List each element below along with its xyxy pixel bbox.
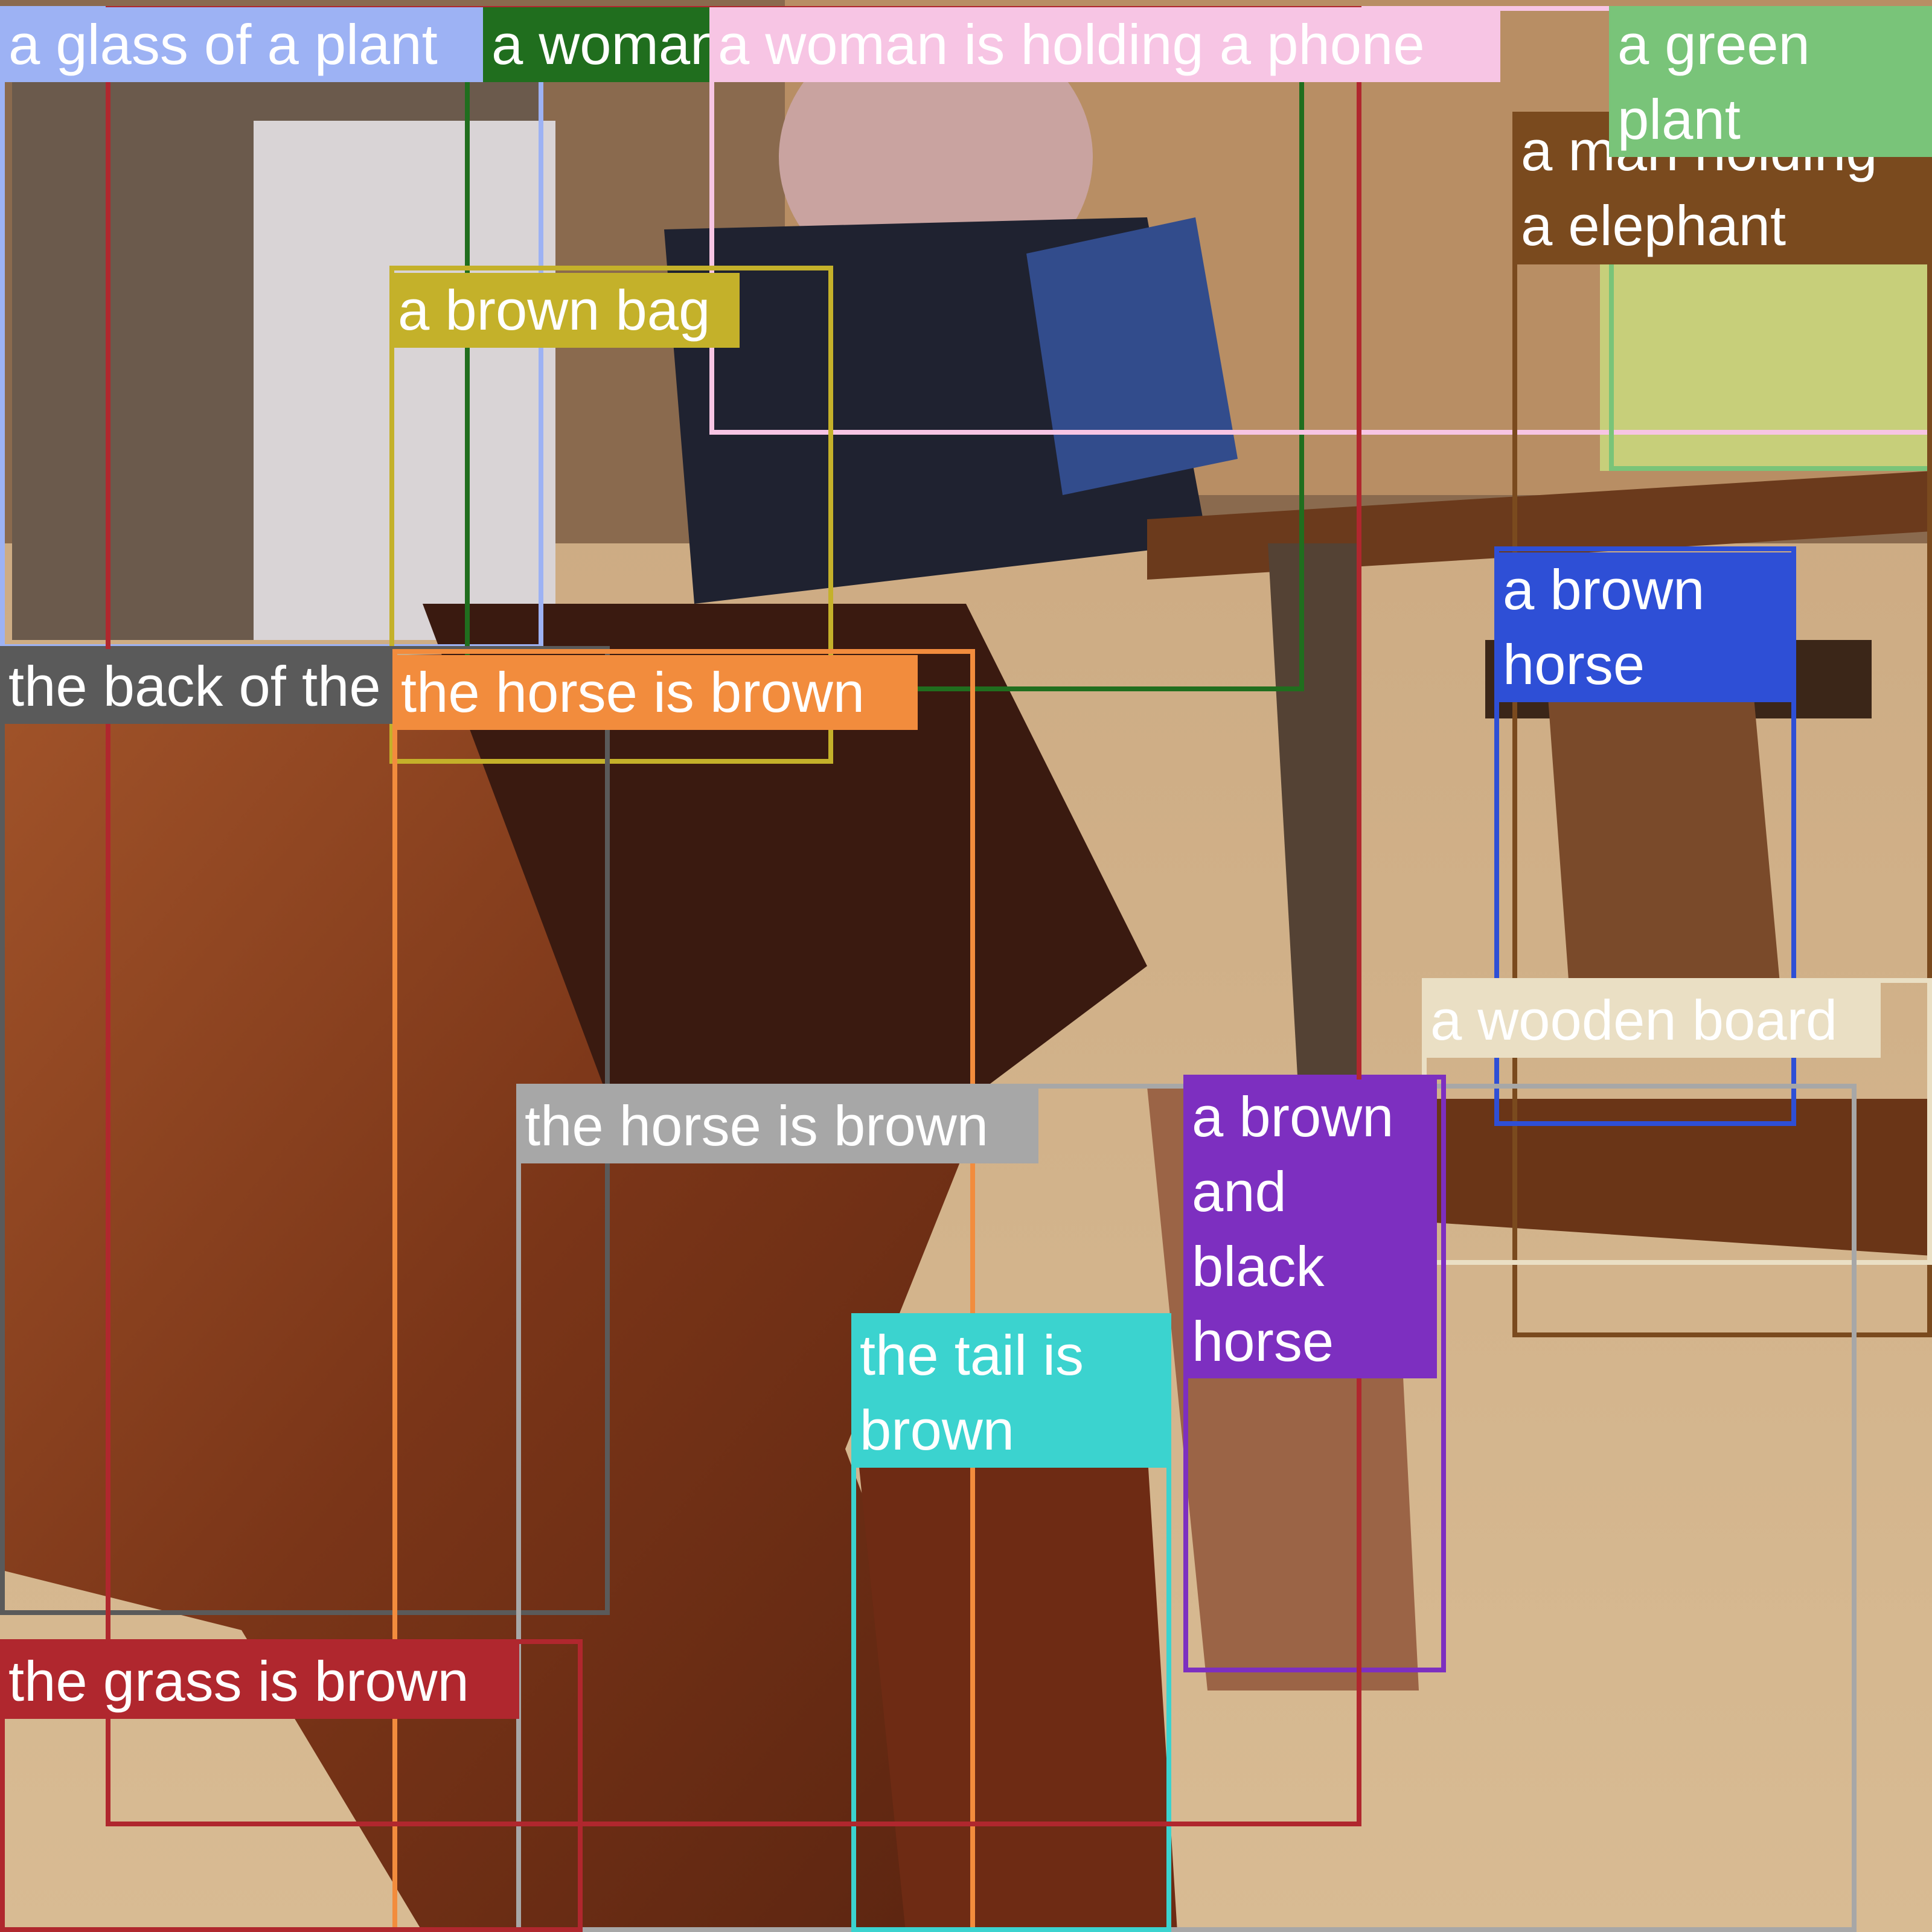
annotation-label-wooden-board: a wooden board — [1422, 983, 1881, 1058]
annotation-box-grass-is-brown — [0, 1639, 583, 1932]
annotation-label-brown-horse: a brown horse — [1494, 552, 1796, 702]
annotation-label-back-of-the: the back of the — [0, 649, 392, 724]
annotation-label-brown-and-black-horse: a brown and black horse — [1183, 1080, 1437, 1378]
annotation-label-woman-holding-phone: a woman is holding a phone — [709, 7, 1500, 82]
annotation-label-horse-is-brown-gray: the horse is brown — [516, 1089, 1038, 1163]
annotation-box-brown-bag — [389, 266, 833, 764]
annotation-box-brown-horse — [1494, 546, 1796, 1126]
annotation-label-grass-is-brown: the grass is brown — [0, 1644, 519, 1719]
annotation-label-brown-bag: a brown bag — [389, 273, 740, 348]
annotation-box-tail-is-brown — [851, 1313, 1171, 1932]
annotation-label-tail-is-brown: the tail is brown — [851, 1318, 1171, 1468]
annotation-label-green-plant: a green plant — [1609, 7, 1932, 157]
annotation-label-woman: a woman — [483, 7, 709, 82]
annotation-label-horse-is-brown-orange: the horse is brown — [392, 655, 918, 730]
annotation-label-glass-of-plant: a glass of a plant — [0, 7, 546, 82]
